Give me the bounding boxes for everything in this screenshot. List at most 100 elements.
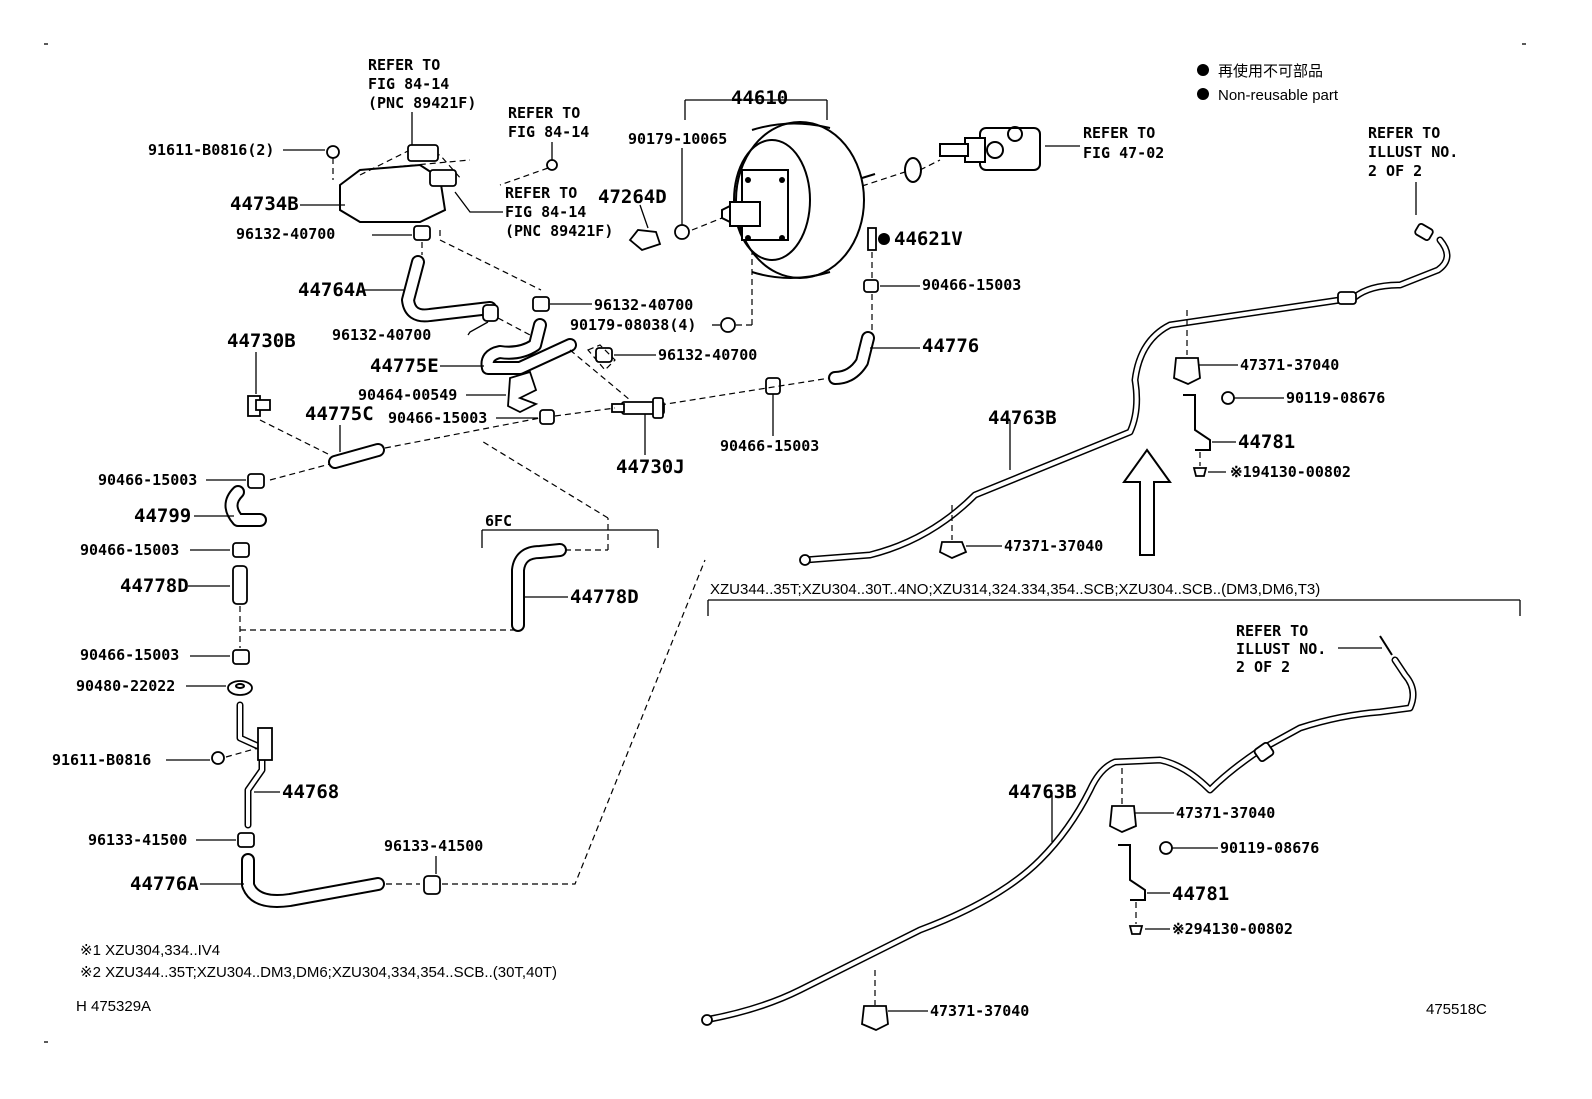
clip-96133-41500-b (423, 875, 441, 895)
clip-90466-15003-e (765, 377, 781, 395)
nut-94130-00802-a (1192, 467, 1208, 477)
label-90464-00549: 90464-00549 (358, 386, 457, 404)
label-90480-22022: 90480-22022 (76, 677, 175, 695)
label-90466-15003-e: 90466-15003 (720, 437, 819, 455)
applicability-text: XZU344..35T;XZU304..30T..4NO;XZU314,324.… (710, 581, 1320, 598)
label-44775E: 44775E (370, 355, 439, 377)
label-44781-a: 44781 (1238, 431, 1295, 453)
label-90119-08676-a: 90119-08676 (1286, 389, 1385, 407)
svg-text:FIG 84-14: FIG 84-14 (508, 123, 589, 141)
label-91611-B0816-2: 91611-B0816(2) (148, 141, 274, 159)
legend-en: Non-reusable part (1218, 87, 1339, 104)
clip-96133-41500-a (237, 832, 255, 848)
svg-text:(PNC 89421F): (PNC 89421F) (368, 94, 476, 112)
hose-44778D-straight (232, 565, 248, 605)
label-44768: 44768 (282, 781, 339, 803)
bolt-91611-B0816 (326, 145, 340, 159)
footnote-2: ※2 XZU344..35T;XZU304..DM3,DM6;XZU304,33… (80, 964, 557, 981)
svg-text:ILLUST NO.: ILLUST NO. (1368, 143, 1458, 161)
label-44764A: 44764A (298, 279, 367, 301)
bolt-91611-B0816 (211, 751, 225, 765)
refer-note-5: REFER TO ILLUST NO. 2 OF 2 (1368, 124, 1458, 180)
refer-note-2: REFER TO FIG 84-14 (508, 104, 589, 141)
svg-text:REFER TO: REFER TO (505, 184, 577, 202)
clamp-47371-37040-d (861, 1005, 889, 1031)
label-90466-15003-b: 90466-15003 (98, 471, 197, 489)
label-47371-37040-b: 47371-37040 (1004, 537, 1103, 555)
svg-text:REFER TO: REFER TO (368, 56, 440, 74)
illustration-code-right: 475518C (1426, 1001, 1487, 1018)
seal-ring (904, 157, 922, 183)
svg-text:2 OF 2: 2 OF 2 (1236, 658, 1290, 676)
clip-90466-15003-b (247, 473, 265, 489)
valve-44730B (247, 395, 271, 417)
label-90179-08038: 90179-08038(4) (570, 316, 696, 334)
label-44778D-a: 44778D (120, 575, 189, 597)
non-reusable-dot-icon (878, 233, 890, 245)
label-44734B: 44734B (230, 193, 299, 215)
clamp-47371-37040-b (938, 541, 968, 559)
label-90466-15003-d: 90466-15003 (80, 646, 179, 664)
clip-96132-40700-b (482, 304, 499, 322)
label-44775C: 44775C (305, 403, 374, 425)
nut-90179-10065 (674, 224, 690, 240)
non-reusable-dot-icon (1197, 88, 1209, 100)
refer-note-6: REFER TO ILLUST NO. 2 OF 2 (1236, 622, 1326, 676)
refer-note-4: REFER TO FIG 47-02 (1083, 124, 1164, 162)
label-6FC: 6FC (485, 512, 512, 530)
label-96132-40700-c: 96132-40700 (594, 296, 693, 314)
clip-96132-40700-d (595, 347, 613, 363)
clamp-90464-00549 (507, 370, 539, 414)
master-cylinder-drawing (939, 126, 1041, 171)
label-96132-40700-d: 96132-40700 (658, 346, 757, 364)
bracket-44781-a (1183, 394, 1211, 451)
label-96132-40700-a: 96132-40700 (236, 225, 335, 243)
clevis-47264D (628, 229, 662, 252)
label-47371-37040-d: 47371-37040 (930, 1002, 1029, 1020)
label-96133-41500-b: 96133-41500 (384, 837, 483, 855)
svg-text:FIG 84-14: FIG 84-14 (368, 75, 449, 93)
arrow-up-icon (1122, 448, 1172, 556)
label-44799: 44799 (134, 505, 191, 527)
label-44776: 44776 (922, 335, 979, 357)
label-94130-00802-b: ※294130-00802 (1172, 920, 1293, 938)
label-44763B-b: 44763B (1008, 781, 1077, 803)
clip-90466-15003-d (232, 649, 250, 665)
refer-note-1: REFER TO FIG 84-14 (PNC 89421F) (368, 56, 476, 112)
svg-text:FIG 84-14: FIG 84-14 (505, 203, 586, 221)
legend-jp: 再使用不可部品 (1218, 63, 1323, 80)
clip-96132-40700-a (413, 225, 431, 241)
non-reusable-dot-icon (1197, 64, 1209, 76)
refer-note-3: REFER TO FIG 84-14 (PNC 89421F) (505, 184, 613, 240)
label-90179-10065: 90179-10065 (628, 130, 727, 148)
label-96133-41500-a: 96133-41500 (88, 831, 187, 849)
label-47371-37040-c: 47371-37040 (1176, 804, 1275, 822)
illustration-code-left: H 475329A (76, 998, 151, 1015)
label-94130-00802-a: ※194130-00802 (1230, 463, 1351, 481)
nut-94130-00802-b (1128, 925, 1144, 935)
clip-90466-15003-c (232, 542, 250, 558)
label-90466-15003-c: 90466-15003 (80, 541, 179, 559)
label-91611-B0816: 91611-B0816 (52, 751, 151, 769)
clip-90466-15003-a (539, 409, 555, 425)
label-47264D: 47264D (598, 186, 667, 208)
label-44776A: 44776A (130, 873, 199, 895)
svg-text:REFER TO: REFER TO (1368, 124, 1440, 142)
label-47371-37040-a: 47371-37040 (1240, 356, 1339, 374)
svg-text:REFER TO: REFER TO (508, 104, 580, 122)
footnote-1: ※1 XZU304,334..IV4 (80, 942, 220, 959)
label-44621V: 44621V (894, 228, 963, 250)
bolt-90119-08676-b (1159, 841, 1173, 855)
joint-44730J (611, 397, 665, 419)
label-44778D-b: 44778D (570, 586, 639, 608)
clamp-47371-37040-c (1109, 805, 1137, 833)
svg-text:REFER TO: REFER TO (1083, 124, 1155, 142)
pipe-44768 (236, 701, 266, 829)
brake-booster-drawing (721, 121, 876, 279)
bracket-44781-b (1118, 844, 1146, 901)
svg-text:ILLUST NO.: ILLUST NO. (1236, 640, 1326, 658)
svg-text:REFER TO: REFER TO (1236, 622, 1308, 640)
svg-text:FIG 47-02: FIG 47-02 (1083, 144, 1164, 162)
check-valve-44621V (867, 227, 877, 251)
